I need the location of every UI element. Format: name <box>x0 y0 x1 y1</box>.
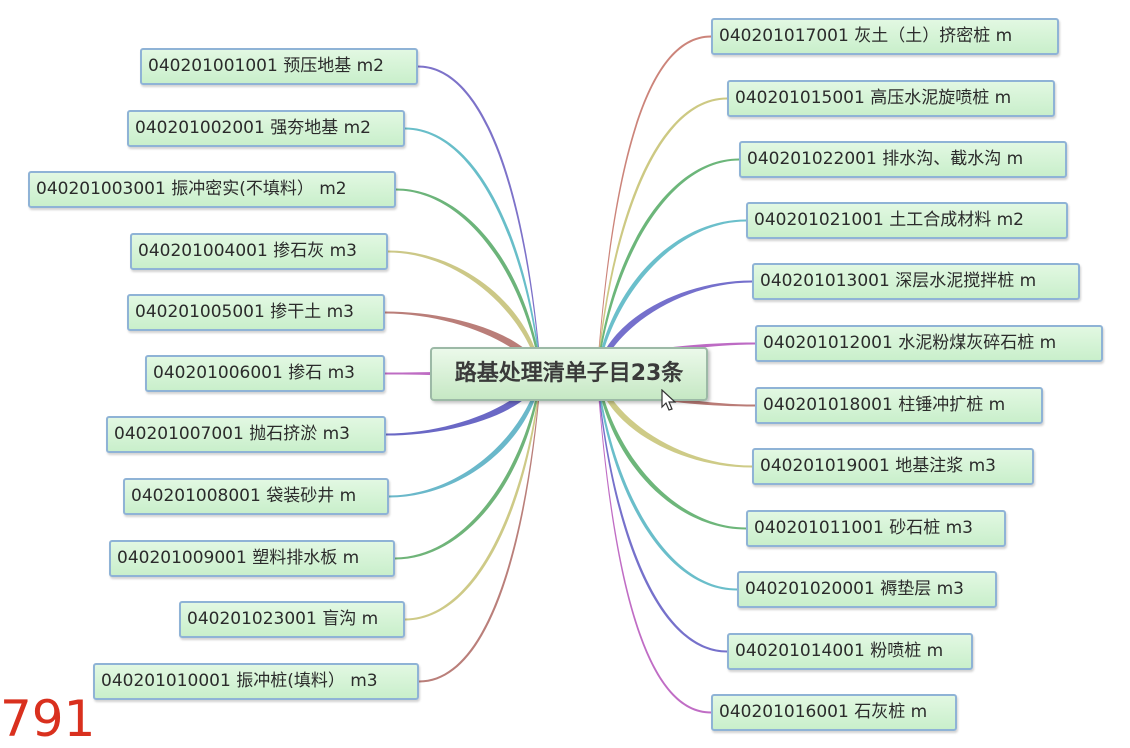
branch-line <box>597 35 711 379</box>
frame-counter: 791 <box>0 690 96 748</box>
topic-sand-gravel-pile[interactable]: 040201011001 砂石桩 m3 <box>746 510 1006 547</box>
topic-dry-soil-mixing[interactable]: 040201005001 掺干土 m3 <box>127 294 385 331</box>
branch-line <box>597 219 746 379</box>
topic-riprap-displacement[interactable]: 040201007001 抛石挤淤 m3 <box>106 416 386 453</box>
topic-jet-grouting-pile[interactable]: 040201015001 高压水泥旋喷桩 m <box>727 80 1055 117</box>
mouse-cursor-icon <box>661 389 677 411</box>
branch-line <box>597 369 746 530</box>
topic-plastic-drain-board[interactable]: 040201009001 塑料排水板 m <box>109 540 395 577</box>
topic-vibro-replacement-pile[interactable]: 040201010001 振冲桩(填料） m3 <box>93 663 419 700</box>
topic-deep-cement-mixing-pile[interactable]: 040201013001 深层水泥搅拌桩 m <box>752 263 1080 300</box>
branch-line <box>385 311 541 379</box>
branch-line <box>405 369 541 621</box>
topic-rammed-column-pile[interactable]: 040201018001 柱锤冲扩桩 m <box>755 387 1043 424</box>
topic-cushion-layer[interactable]: 040201020001 褥垫层 m3 <box>737 571 997 608</box>
topic-dynamic-compaction[interactable]: 040201002001 强夯地基 m2 <box>127 110 405 147</box>
topic-preload-foundation[interactable]: 040201001001 预压地基 m2 <box>140 48 418 85</box>
central-topic[interactable]: 路基处理清单子目23条 <box>430 347 708 401</box>
branch-line <box>389 369 541 498</box>
branch-line <box>388 250 541 379</box>
topic-cfg-pile[interactable]: 040201012001 水泥粉煤灰碎石桩 m <box>755 325 1103 362</box>
topic-vibro-compaction[interactable]: 040201003001 振冲密实(不填料） m2 <box>28 171 396 208</box>
branch-line <box>597 369 711 714</box>
topic-stone-mixing[interactable]: 040201006001 掺石 m3 <box>145 355 385 392</box>
topic-drainage-ditch[interactable]: 040201022001 排水沟、截水沟 m <box>739 141 1067 178</box>
topic-lime-soil-compaction-pile[interactable]: 040201017001 灰土（土）挤密桩 m <box>711 18 1059 55</box>
branch-line <box>597 280 752 379</box>
topic-geosynthetics[interactable]: 040201021001 土工合成材料 m2 <box>746 202 1068 239</box>
branch-line <box>597 369 752 468</box>
branch-line <box>405 127 541 379</box>
topic-foundation-grouting[interactable]: 040201019001 地基注浆 m3 <box>752 448 1034 485</box>
topic-lime-pile[interactable]: 040201016001 石灰桩 m <box>711 694 957 731</box>
topic-powder-jet-pile[interactable]: 040201014001 粉喷桩 m <box>727 633 973 670</box>
topic-lime-mixing[interactable]: 040201004001 掺石灰 m3 <box>130 233 388 270</box>
topic-blind-ditch[interactable]: 040201023001 盲沟 m <box>179 601 405 638</box>
topic-bagged-sand-drain[interactable]: 040201008001 袋装砂井 m <box>123 478 389 515</box>
branch-line <box>386 369 541 436</box>
